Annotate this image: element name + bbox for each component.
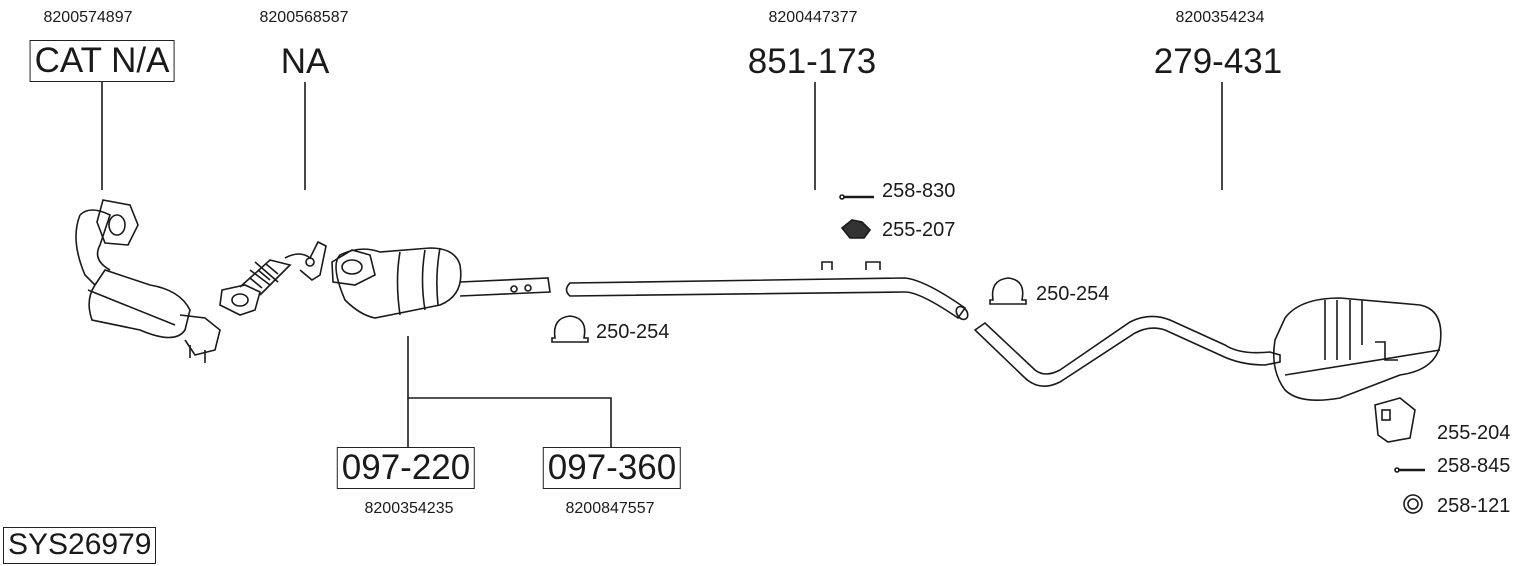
accessory-ref[interactable]: 258-121 <box>1437 495 1511 517</box>
accessory-ref[interactable]: 255-204 <box>1437 422 1511 444</box>
system-code: SYS26979 <box>3 527 157 564</box>
part-ref-box[interactable]: 097-220 <box>336 447 476 489</box>
catalytic-converter-part <box>75 199 221 363</box>
bolt-icon <box>1394 467 1425 473</box>
accessory-ref[interactable]: 258-830 <box>882 180 956 202</box>
pipe-clamp-icon <box>989 277 1027 305</box>
bracket-hanger-icon <box>1374 397 1416 443</box>
leader-lines <box>101 82 1223 447</box>
particulate-filter-part <box>331 247 551 319</box>
oe-number: 8200447377 <box>768 9 858 26</box>
part-ref-box[interactable]: CAT N/A <box>29 40 175 82</box>
center-pipe-part <box>565 261 969 321</box>
flex-pipe-part <box>219 240 327 316</box>
oe-number: 8200354234 <box>1175 9 1265 26</box>
rubber-hanger-icon <box>840 219 872 239</box>
oe-number: 8200568587 <box>259 9 349 26</box>
accessory-ref[interactable]: 250-254 <box>1036 283 1110 305</box>
pipe-clamp-icon <box>551 315 589 343</box>
part-ref[interactable]: 279-431 <box>1153 42 1283 81</box>
accessory-ref[interactable]: 255-207 <box>882 219 956 241</box>
accessory-ref[interactable]: 258-845 <box>1437 455 1511 477</box>
part-ref-box[interactable]: 097-360 <box>542 447 682 489</box>
accessory-ref[interactable]: 250-254 <box>596 321 670 343</box>
oe-number: 8200847557 <box>565 500 655 517</box>
part-ref[interactable]: NA <box>280 42 330 81</box>
seal-ring-icon <box>1403 494 1423 514</box>
bolt-icon <box>839 194 874 200</box>
part-ref[interactable]: 851-173 <box>747 42 877 81</box>
oe-number: 8200354235 <box>364 500 454 517</box>
oe-number: 8200574897 <box>43 9 133 26</box>
rear-muffler-part <box>973 297 1442 401</box>
